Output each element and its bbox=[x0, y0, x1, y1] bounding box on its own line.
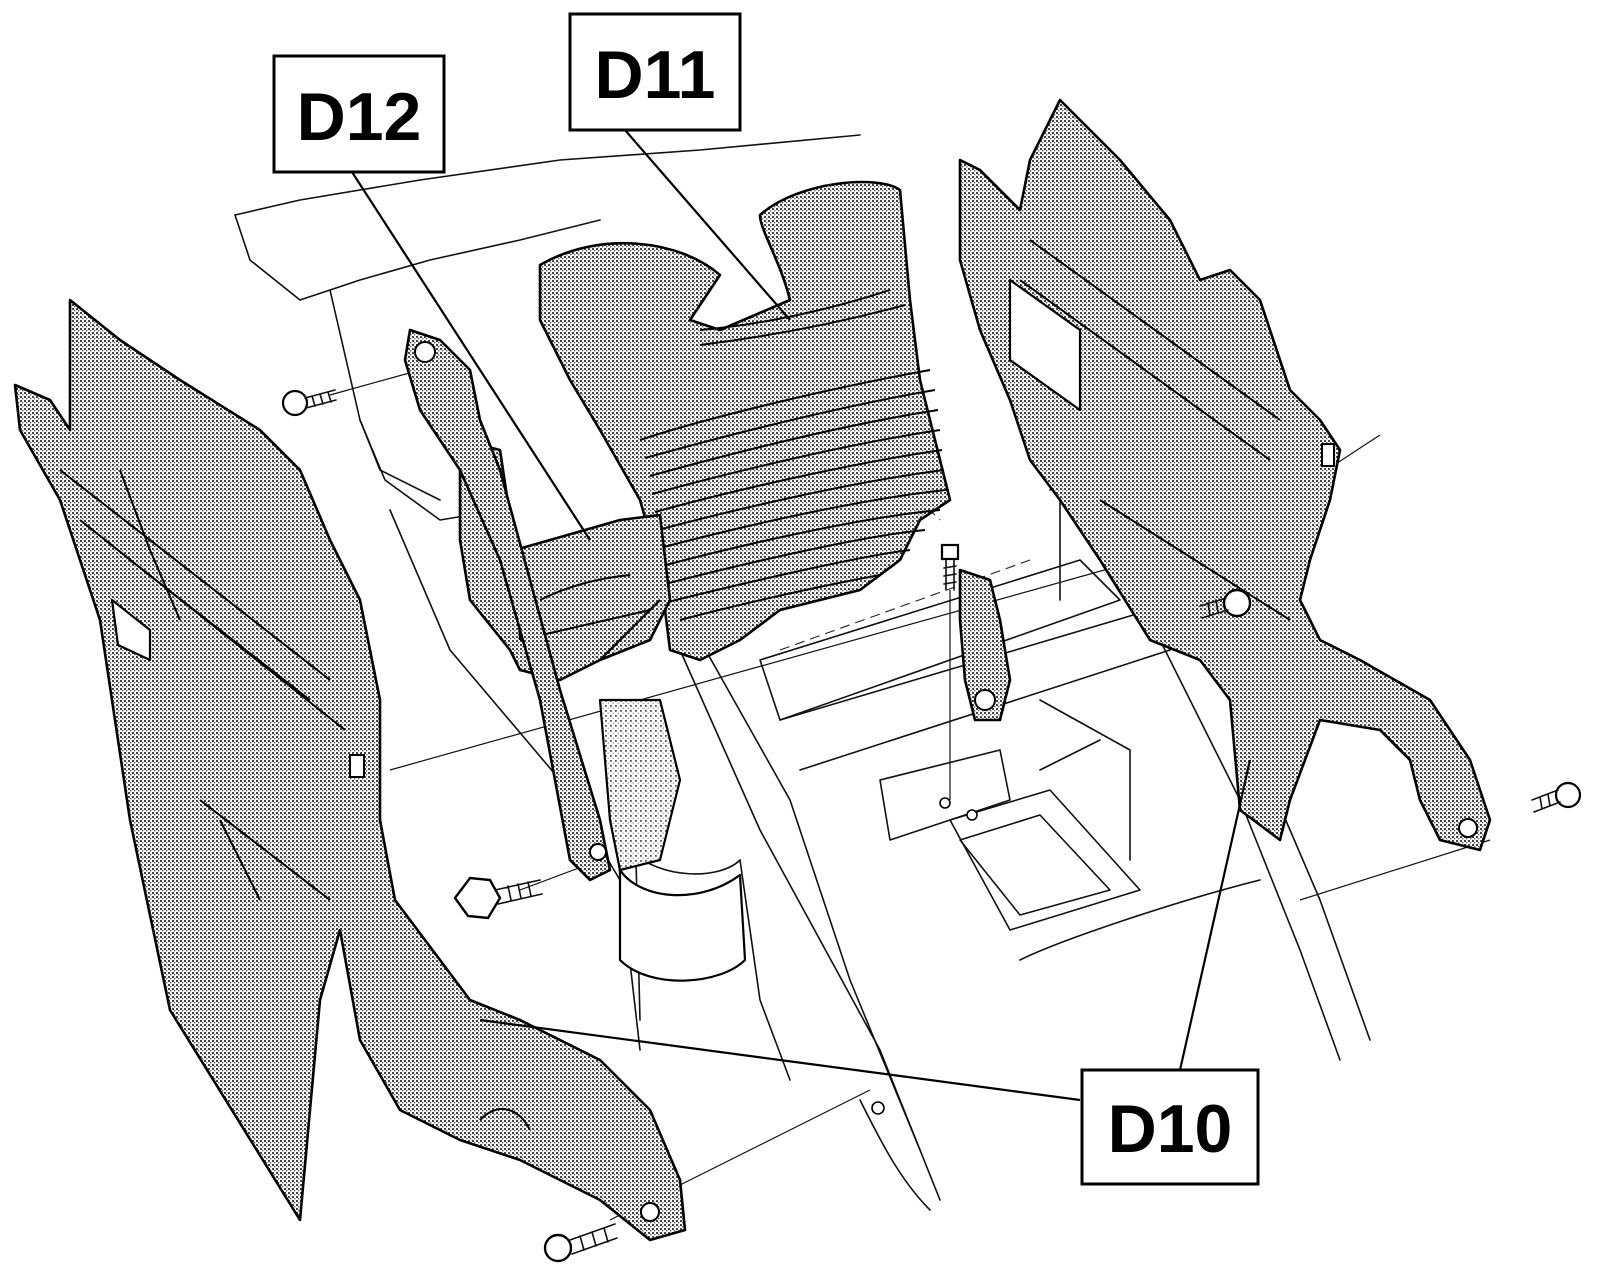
d11-leader bbox=[624, 129, 791, 321]
right-bracket bbox=[958, 568, 1012, 722]
d12-leader bbox=[351, 171, 591, 541]
fasteners bbox=[281, 389, 1582, 1263]
callout-d12: D12 bbox=[272, 54, 446, 174]
left-side-panel bbox=[13, 298, 687, 1242]
bolt-icon bbox=[1199, 588, 1252, 619]
callout-label-d10: D10 bbox=[1108, 1091, 1233, 1167]
leader-lines bbox=[351, 129, 1252, 1102]
air-duct-bellows bbox=[538, 180, 952, 662]
lower-hose bbox=[598, 698, 747, 982]
right-side-panel bbox=[958, 98, 1492, 852]
d10-leader-left bbox=[479, 1018, 1081, 1102]
bolt-icon bbox=[453, 876, 543, 920]
screw-icon bbox=[543, 1223, 618, 1263]
callout-d11: D11 bbox=[568, 12, 742, 132]
callout-label-d11: D11 bbox=[595, 37, 716, 113]
screw-icon bbox=[940, 543, 960, 591]
left-bracket bbox=[403, 328, 612, 882]
callout-label-d12: D12 bbox=[297, 79, 422, 155]
screw-icon bbox=[281, 389, 337, 417]
d10-leader-right bbox=[1178, 759, 1252, 1071]
screw-icon bbox=[1531, 781, 1582, 813]
callout-d10: D10 bbox=[1080, 1068, 1260, 1186]
